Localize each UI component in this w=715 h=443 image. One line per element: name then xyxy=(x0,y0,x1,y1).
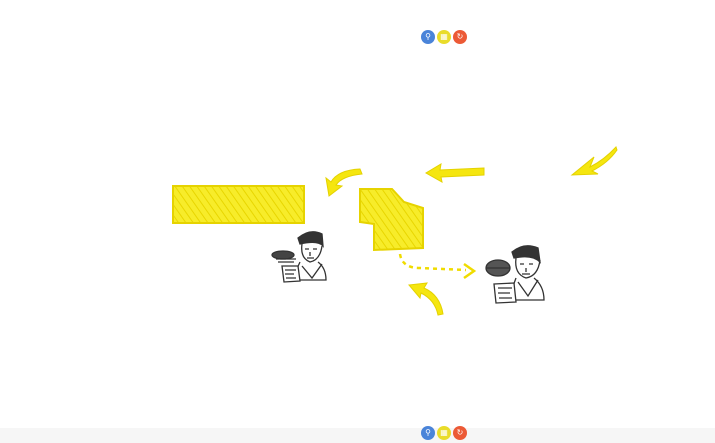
arrow-corner-icon xyxy=(570,146,618,176)
highlight-block-wide xyxy=(172,185,305,224)
bottom-strip xyxy=(0,428,715,443)
arrow-left-icon xyxy=(425,163,485,183)
refresh-icon: ↻ xyxy=(456,428,464,437)
refresh-button-top[interactable]: ↻ xyxy=(453,30,467,44)
character-right-icon xyxy=(485,245,545,304)
pin-icon: ⚲ xyxy=(425,428,431,437)
dashed-connector xyxy=(398,253,467,272)
dashed-connector-head-icon xyxy=(463,262,477,280)
grid-button-bottom[interactable]: ▦ xyxy=(437,426,451,440)
refresh-button-bottom[interactable]: ↻ xyxy=(453,426,467,440)
grid-icon: ▦ xyxy=(440,32,448,41)
pin-button-top[interactable]: ⚲ xyxy=(421,30,435,44)
pin-icon: ⚲ xyxy=(425,32,431,41)
grid-icon: ▦ xyxy=(440,428,448,437)
refresh-icon: ↻ xyxy=(456,32,464,41)
arrow-curve-up-icon xyxy=(408,282,444,316)
toolbar-bottom: ⚲ ▦ ↻ xyxy=(421,426,467,440)
grid-button-top[interactable]: ▦ xyxy=(437,30,451,44)
toolbar-top: ⚲ ▦ ↻ xyxy=(421,30,467,44)
arrow-down-left-icon xyxy=(325,168,363,197)
pin-button-bottom[interactable]: ⚲ xyxy=(421,426,435,440)
highlight-block-stepped xyxy=(359,188,424,252)
character-left-icon xyxy=(271,231,327,283)
